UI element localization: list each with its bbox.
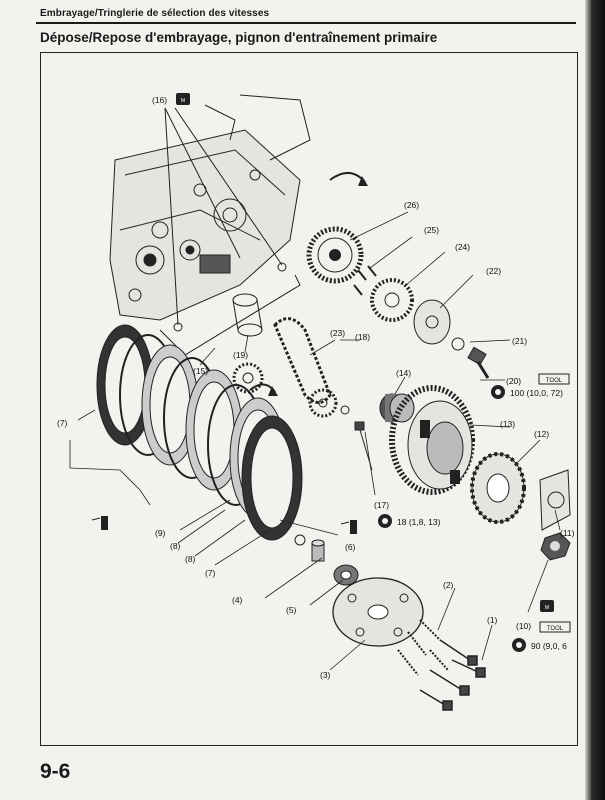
callout-5: (5)	[286, 605, 297, 615]
section-header: Embrayage/Tringlerie de sélection des vi…	[40, 8, 270, 19]
dowel-pin-a	[173, 322, 183, 332]
callout-24: (24)	[455, 242, 470, 252]
callout-10: (10)	[516, 621, 531, 631]
bolt-17	[354, 421, 373, 471]
sleeve-19	[232, 293, 263, 337]
callout-7-top: (7)	[57, 418, 68, 428]
callout-4: (4)	[232, 595, 243, 605]
leader-16	[164, 107, 283, 326]
locknut-10	[540, 532, 571, 561]
svg-text:M: M	[181, 98, 185, 104]
sub-gear-24	[370, 278, 414, 322]
primary-gear-26	[306, 226, 364, 284]
oil-pipe	[159, 274, 301, 356]
callout-25: (25)	[424, 225, 439, 235]
drive-chain-18	[273, 317, 332, 404]
scan-edge	[585, 0, 605, 800]
clutch-plate-stack	[96, 324, 303, 541]
washer-21	[451, 337, 465, 351]
callout-19: (19)	[233, 350, 248, 360]
callout-23: (23)	[330, 328, 345, 338]
torque-wrench-icon	[491, 385, 505, 399]
bracket-line	[69, 440, 151, 506]
moly-grease-icon: M	[540, 600, 554, 612]
clutch-springs-2	[397, 619, 449, 676]
callout-8-b: (8)	[185, 554, 196, 564]
callout-9: (9)	[155, 528, 166, 538]
special-tool-icon: TOOL	[539, 621, 571, 633]
callout-12: (12)	[534, 429, 549, 439]
washer-small	[340, 405, 350, 415]
callout-18: (18)	[355, 332, 370, 342]
torque-wrench-icon	[512, 638, 526, 652]
oil-pump-drive-sprocket	[308, 388, 338, 418]
callout-2: (2)	[443, 580, 454, 590]
engine-case	[109, 94, 311, 321]
springs-25	[353, 265, 377, 296]
callout-26: (26)	[404, 200, 419, 210]
figure-frame	[40, 52, 578, 746]
engine-oil-icon	[340, 520, 357, 534]
clutch-bolts-1	[419, 639, 486, 711]
rotation-arrow-icon	[249, 383, 278, 396]
plate-22	[413, 299, 451, 345]
pressure-plate-3	[332, 577, 424, 647]
oil-pump-sprocket-19	[232, 362, 264, 394]
callout-8-a: (8)	[170, 541, 181, 551]
lifter-bearing-5	[333, 564, 359, 586]
leader-lines	[77, 211, 561, 671]
callout-14: (14)	[396, 368, 411, 378]
callout-21: (21)	[512, 336, 527, 346]
torque-spec-10: 90 (9,0, 6	[531, 641, 567, 651]
dowel-pin-b	[277, 262, 287, 272]
callout-3: (3)	[320, 670, 331, 680]
lock-washer-11	[539, 469, 571, 531]
svg-text:TOOL: TOOL	[547, 626, 564, 632]
torque-wrench-icon	[378, 514, 392, 528]
needle-bearing-14	[379, 393, 415, 423]
engine-oil-icon	[91, 516, 108, 530]
callout-11: (11)	[560, 528, 575, 538]
header-rule	[36, 22, 576, 24]
torque-spec-17: 18 (1,8, 13)	[397, 517, 441, 527]
svg-text:TOOL: TOOL	[546, 378, 563, 384]
moly-grease-icon: M	[176, 93, 190, 105]
callout-1: (1)	[487, 615, 498, 625]
callout-13: (13)	[500, 419, 515, 429]
callout-20: (20)	[506, 376, 521, 386]
lifter-piece-4	[311, 539, 325, 562]
callout-22: (22)	[486, 266, 501, 276]
callout-17: (17)	[374, 500, 389, 510]
exploded-view-diagram: (16) (26) (25) (24) (22) (23) (18) (19) …	[57, 93, 575, 711]
callout-15: (15)	[193, 366, 208, 376]
page-title: Dépose/Repose d'embrayage, pignon d'entr…	[40, 30, 438, 45]
torque-spec-20: 100 (10,0, 72)	[510, 388, 563, 398]
rotation-arrow-icon	[329, 172, 368, 186]
callout-6: (6)	[345, 542, 356, 552]
callout-7-bottom: (7)	[205, 568, 216, 578]
circlip-6	[294, 534, 306, 546]
clutch-center-12	[470, 452, 526, 524]
callout-16: (16)	[152, 95, 167, 105]
svg-text:M: M	[545, 605, 549, 611]
special-tool-icon: TOOL	[538, 373, 570, 385]
page-number: 9-6	[40, 760, 71, 783]
bolt-20	[467, 346, 490, 379]
clutch-outer-13	[389, 385, 475, 495]
